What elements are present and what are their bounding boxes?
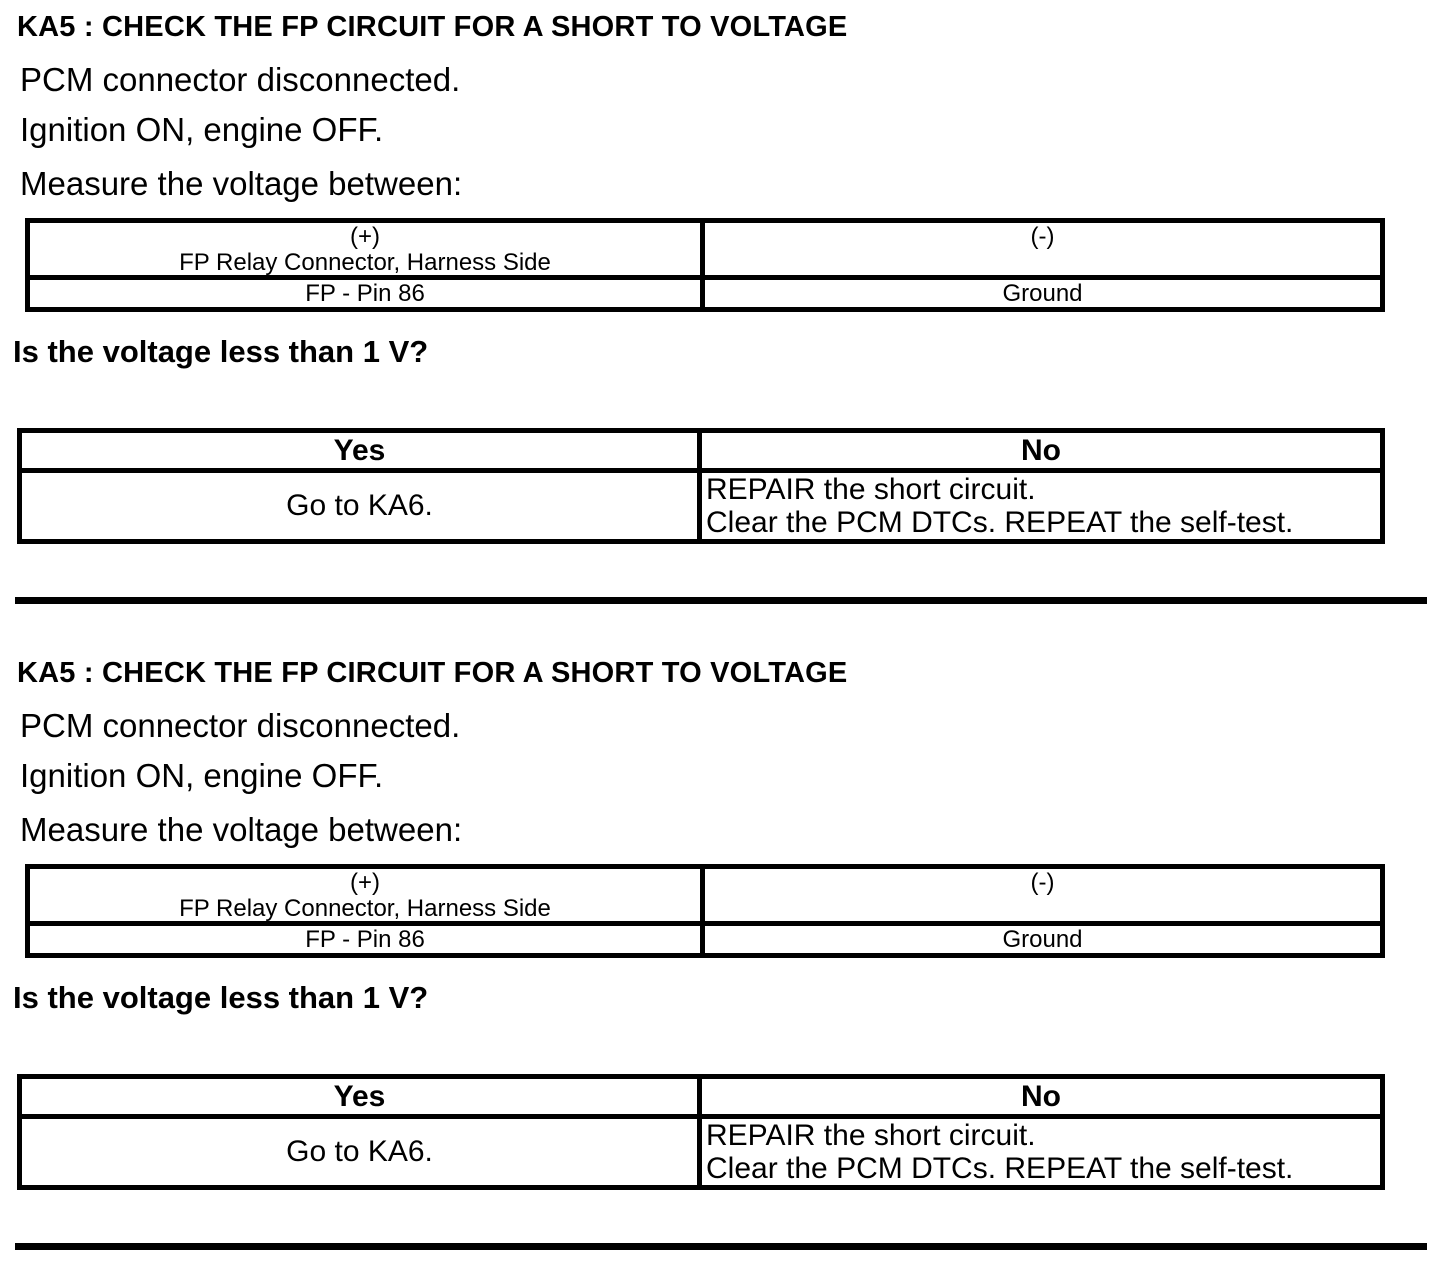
measurement-table: (+) FP Relay Connector, Harness Side (-)… [25,864,1385,958]
instruction-line: Measure the voltage between: [20,811,463,848]
no-action-line: Clear the PCM DTCs. REPEAT the self-test… [706,1152,1294,1185]
positive-probe-header-cell: (+) FP Relay Connector, Harness Side [30,223,705,276]
pinpoint-test-section: KA5 : CHECK THE FP CIRCUIT FOR A SHORT T… [0,10,1440,544]
no-header-cell: No [1021,434,1061,467]
measurement-table: (+) FP Relay Connector, Harness Side (-)… [25,218,1385,312]
test-question: Is the voltage less than 1 V? [13,980,429,1015]
instruction-line: PCM connector disconnected. [20,707,461,744]
section-divider-rule [15,597,1427,604]
yes-header-cell: Yes [22,433,702,468]
no-action-cell: REPAIR the short circuit. Clear the PCM … [702,1119,1380,1185]
no-header-cell: No [1021,1080,1061,1113]
positive-pin-cell: FP - Pin 86 [30,280,705,307]
no-action-line: REPAIR the short circuit. [706,1119,1036,1152]
result-table-header-row: Yes No [22,1079,1380,1114]
negative-pin-cell: Ground [1002,926,1083,953]
yes-header-cell: Yes [22,1079,702,1114]
step-heading: KA5 : CHECK THE FP CIRCUIT FOR A SHORT T… [17,11,848,43]
positive-pin-cell: FP - Pin 86 [30,926,705,953]
positive-connector-label: FP Relay Connector, Harness Side [179,895,551,922]
negative-probe-header-cell: (-) [705,869,1380,921]
no-action-line: Clear the PCM DTCs. REPEAT the self-test… [706,506,1294,539]
measurement-table-header-row: (+) FP Relay Connector, Harness Side (-) [30,223,1380,276]
result-table: Yes No Go to KA6. REPAIR the short circu… [17,428,1385,544]
yes-action-cell: Go to KA6. [22,1119,702,1185]
test-question: Is the voltage less than 1 V? [13,334,429,369]
positive-symbol: (+) [350,869,380,896]
no-action-line: REPAIR the short circuit. [706,473,1036,506]
result-table-header-row: Yes No [22,433,1380,468]
result-table: Yes No Go to KA6. REPAIR the short circu… [17,1074,1385,1190]
instruction-line: PCM connector disconnected. [20,61,461,98]
negative-symbol: (-) [1030,223,1055,250]
result-table-action-row: Go to KA6. REPAIR the short circuit. Cle… [22,468,1380,539]
step-heading: KA5 : CHECK THE FP CIRCUIT FOR A SHORT T… [17,657,848,689]
result-table-action-row: Go to KA6. REPAIR the short circuit. Cle… [22,1114,1380,1185]
instruction-line: Ignition ON, engine OFF. [20,757,384,794]
no-action-cell: REPAIR the short circuit. Clear the PCM … [702,473,1380,539]
positive-connector-label: FP Relay Connector, Harness Side [179,249,551,276]
measurement-table-value-row: FP - Pin 86 Ground [30,275,1380,307]
instruction-line: Ignition ON, engine OFF. [20,111,384,148]
negative-probe-header-cell: (-) [705,223,1380,275]
yes-action-cell: Go to KA6. [22,473,702,539]
negative-symbol: (-) [1030,869,1055,896]
measurement-table-value-row: FP - Pin 86 Ground [30,921,1380,953]
section-divider-rule [15,1243,1427,1250]
positive-probe-header-cell: (+) FP Relay Connector, Harness Side [30,869,705,922]
negative-pin-cell: Ground [1002,280,1083,307]
pinpoint-test-section: KA5 : CHECK THE FP CIRCUIT FOR A SHORT T… [0,656,1440,1190]
instruction-line: Measure the voltage between: [20,165,463,202]
measurement-table-header-row: (+) FP Relay Connector, Harness Side (-) [30,869,1380,922]
positive-symbol: (+) [350,223,380,250]
